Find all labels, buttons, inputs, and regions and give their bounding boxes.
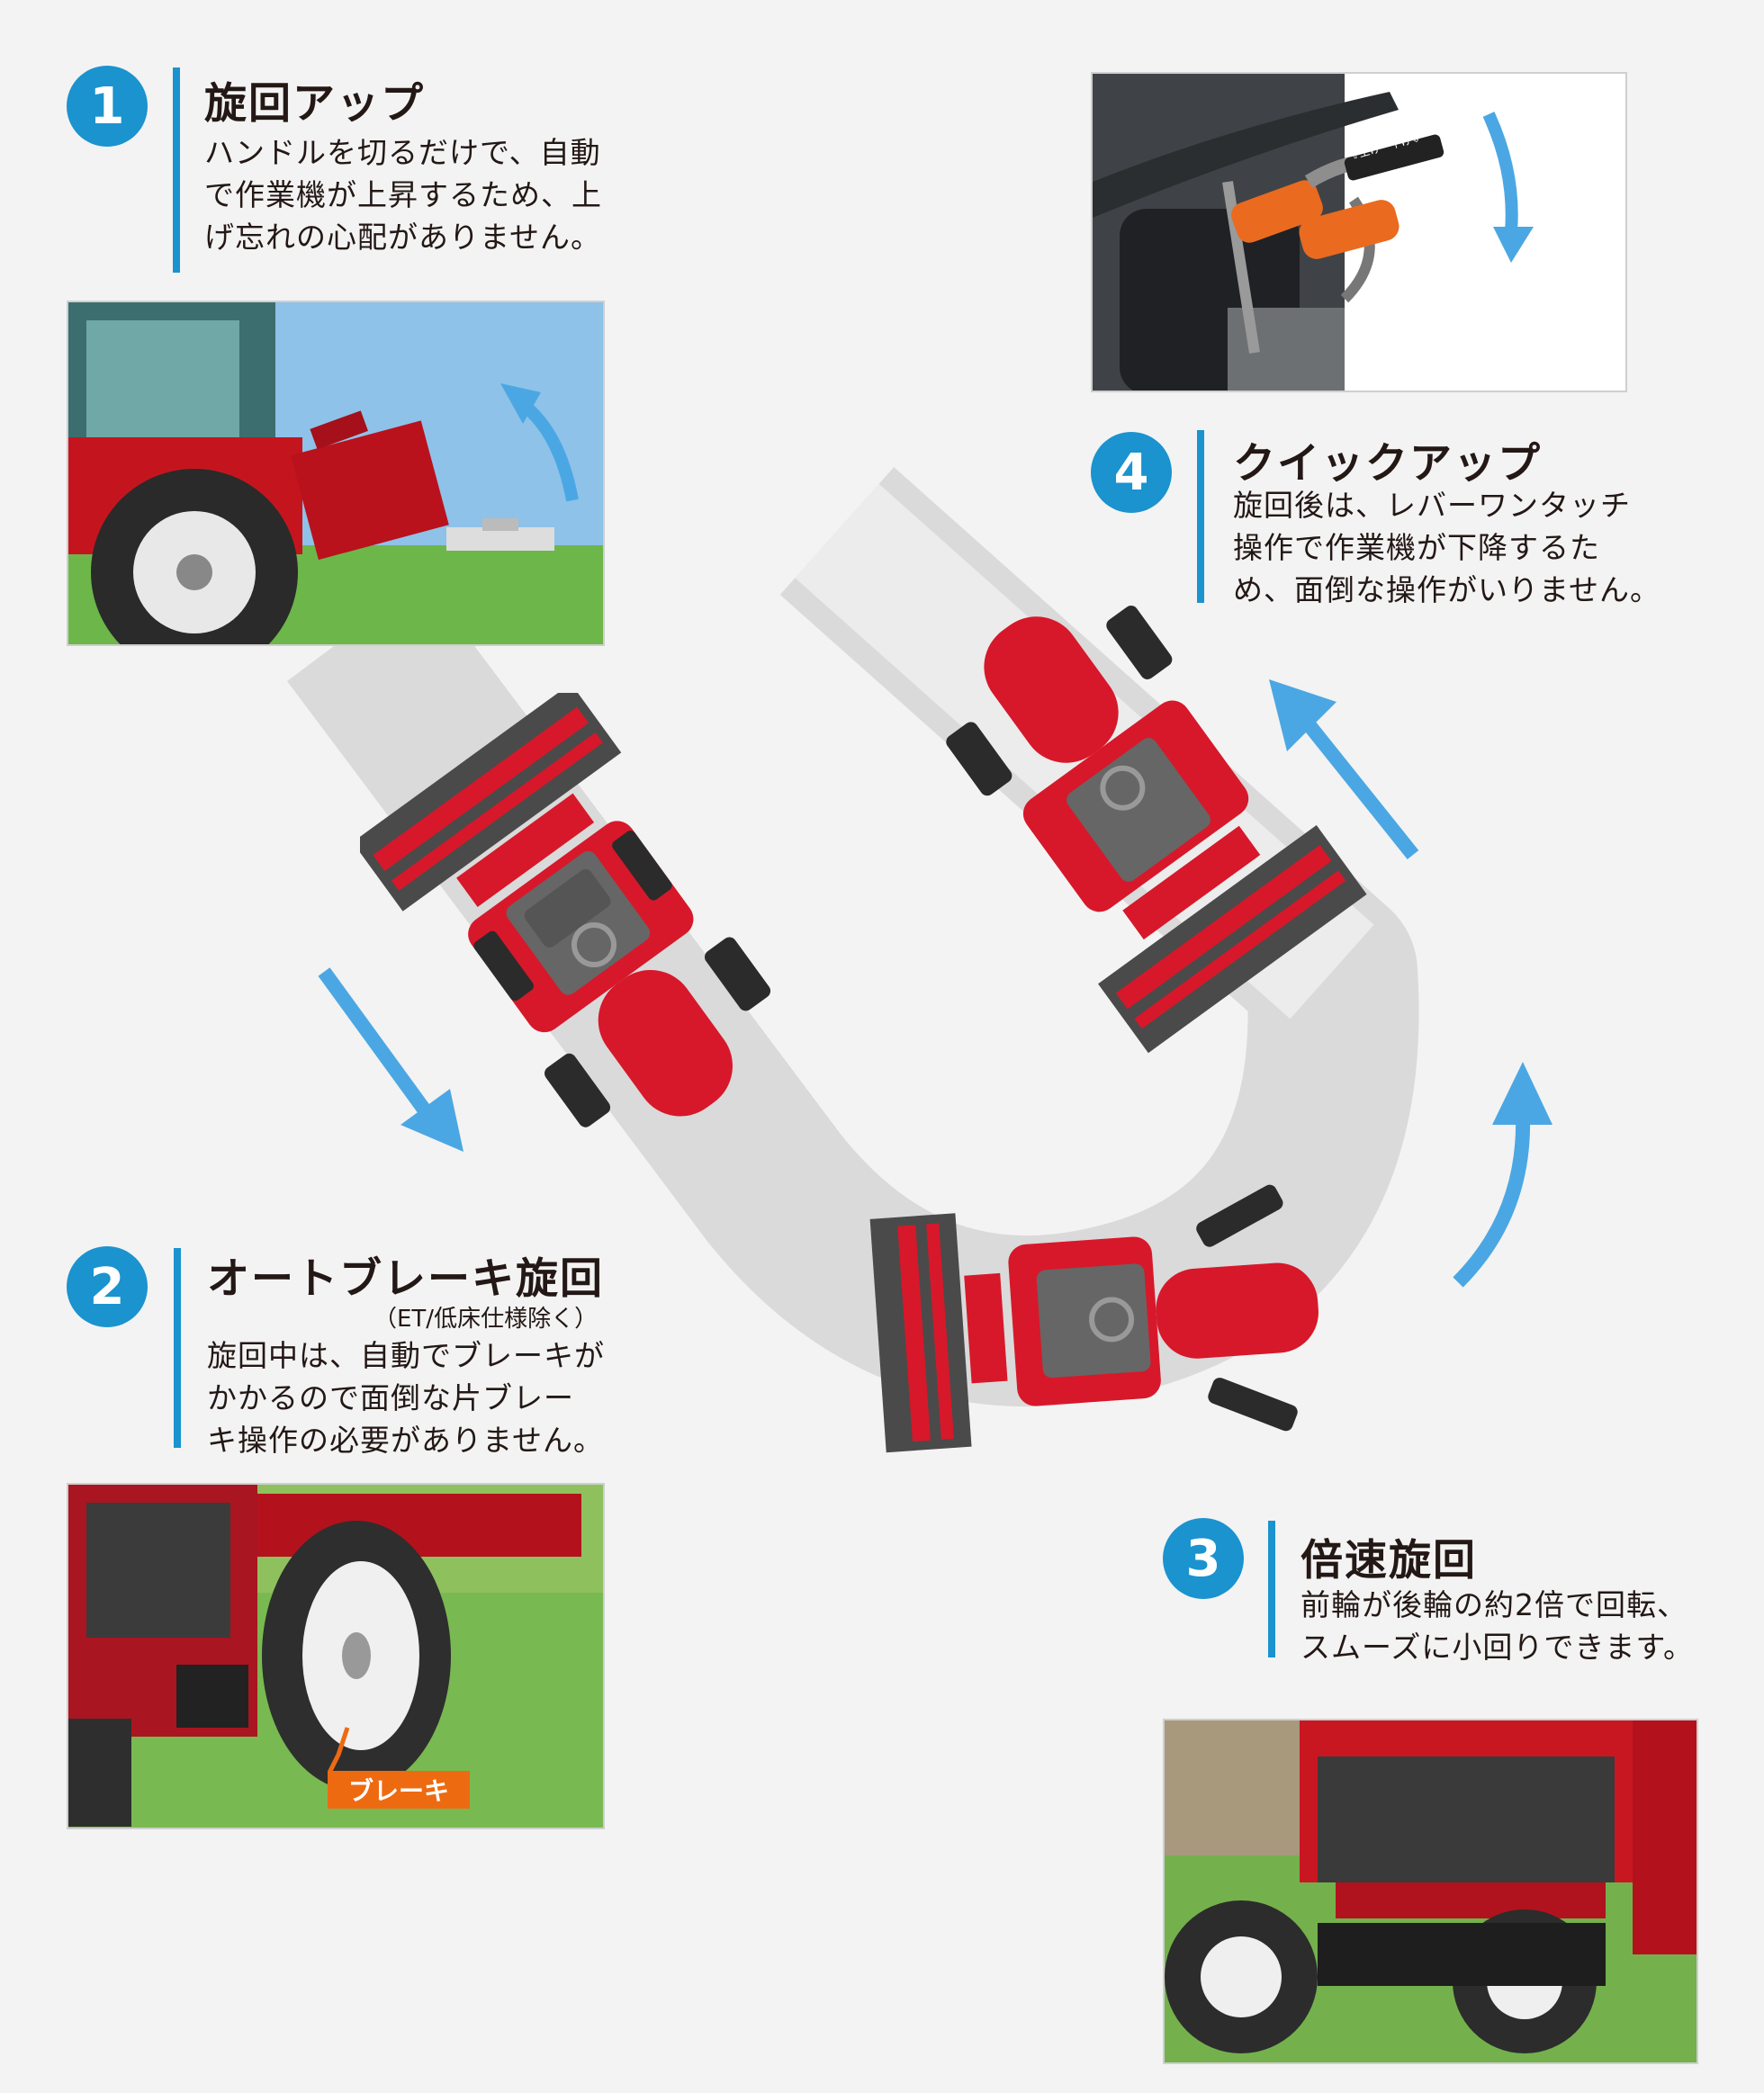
direction-arrow-upleft-icon	[1269, 679, 1419, 859]
feature-2-description: 旋回中は、自動でブレーキが かかるので面倒な片ブレー キ操作の必要がありません。	[207, 1334, 621, 1461]
tractor-topview-2	[850, 1170, 1408, 1467]
feature-3-description: 前輪が後輪の約2倍で回転、 スムーズに小回りできます。	[1300, 1584, 1724, 1668]
feature-3-line: 前輪が後輪の約2倍で回転、	[1300, 1587, 1688, 1622]
feature-3-photo	[1163, 1719, 1698, 2064]
feature-1-title: 旋回アップ	[204, 79, 425, 129]
feature-1-line: ハンドルを切るだけで、自動	[204, 135, 601, 170]
feature-4-title: クイックアップ	[1233, 439, 1542, 489]
feature-2-line: 旋回中は、自動でブレーキが	[207, 1338, 605, 1373]
feature-4-photo: ⇧上げ・下げ⇩	[1091, 72, 1627, 392]
feature-1-number-badge: 1	[67, 66, 148, 147]
brake-label: ブレーキ	[328, 1771, 470, 1809]
feature-3-accent-bar	[1268, 1521, 1275, 1657]
feature-2-note: （ET/低床仕様除く）	[374, 1306, 598, 1333]
feature-1-accent-bar	[173, 67, 180, 273]
feature-3-line: スムーズに小回りできます。	[1300, 1630, 1695, 1665]
feature-4-number-badge: 4	[1091, 432, 1172, 513]
tractor-topview-1	[360, 693, 828, 1197]
feature-4-line: 旋回後は、レバーワンタッチ	[1233, 488, 1631, 523]
feature-2-accent-bar	[174, 1248, 181, 1448]
direction-arrow-down-icon	[318, 967, 464, 1152]
tractor-topview-3	[886, 549, 1390, 1071]
feature-1-description: ハンドルを切るだけで、自動 で作業機が上昇するため、上 げ忘れの心配がありません…	[204, 131, 618, 258]
feature-3-title: 倍速旋回	[1300, 1536, 1477, 1585]
feature-4-description: 旋回後は、レバーワンタッチ 操作で作業機が下降するた め、面倒な操作がいりません…	[1233, 484, 1665, 611]
feature-1-photo	[67, 301, 605, 646]
feature-3-number-badge: 3	[1163, 1518, 1244, 1599]
arrow-down-icon	[1482, 112, 1518, 232]
feature-4-accent-bar	[1197, 430, 1204, 603]
feature-4-line: め、面倒な操作がいりません。	[1233, 572, 1661, 607]
feature-2-photo: ブレーキ	[67, 1483, 605, 1829]
feature-2-line: かかるので面倒な片ブレー	[207, 1380, 574, 1415]
direction-arrow-curve-up-icon	[1453, 1062, 1552, 1288]
feature-4-line: 操作で作業機が下降するた	[1233, 530, 1600, 565]
feature-1-line: で作業機が上昇するため、上	[204, 177, 602, 212]
feature-2-line: キ操作の必要がありません。	[207, 1423, 605, 1458]
feature-1-line: げ忘れの心配がありません。	[204, 220, 602, 255]
feature-2-number-badge: 2	[67, 1246, 148, 1327]
feature-2-title: オートブレーキ旋回	[207, 1254, 604, 1304]
